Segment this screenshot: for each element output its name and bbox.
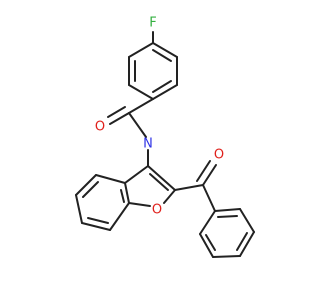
bond-benzo	[81, 222, 111, 231]
bond-benzo-double	[82, 181, 99, 198]
bond-benzo	[75, 194, 83, 224]
bond-amide-co	[109, 112, 130, 125]
bond-amide-cn	[128, 112, 147, 138]
bond-benzo-double	[120, 189, 125, 203]
bond-phenyl	[214, 208, 241, 212]
bond-ring-a	[152, 42, 178, 58]
bond-benzo	[95, 174, 126, 184]
bond-ring-a	[128, 42, 154, 58]
bond-benzo	[109, 202, 130, 231]
bond-phenyl	[239, 231, 255, 257]
bond-benzo	[75, 174, 97, 196]
atom-labels: F O N O O	[95, 16, 224, 218]
bond-phenyl-double	[217, 215, 238, 218]
bond-ketone-phenyl	[202, 184, 216, 212]
bond-furan	[128, 202, 151, 207]
bond-benzo-double	[87, 217, 109, 224]
bond-phenyl	[199, 210, 216, 235]
bond-ring-a	[128, 84, 154, 100]
bond-phenyl	[199, 233, 214, 258]
bond-phenyl-double	[205, 234, 216, 251]
bond-c2-ketone	[174, 184, 204, 191]
bond-ketone-co-double	[196, 160, 211, 182]
bond-ketone-co	[202, 164, 217, 186]
bond-ring-a-double	[152, 49, 172, 62]
atom-label-fluorine: F	[149, 16, 156, 31]
atom-label-ketone-oxygen: O	[214, 148, 224, 163]
atom-label-furan-oxygen: O	[152, 203, 162, 218]
bond-furan	[124, 182, 130, 204]
bond-furan	[163, 189, 176, 204]
bond-ring-a	[152, 84, 178, 100]
bond-furan	[124, 165, 149, 184]
atom-label-nitrogen: N	[143, 137, 153, 152]
bond-aryl-carbonyl	[128, 98, 154, 114]
bond-amide-co-double	[107, 106, 126, 118]
bonds	[75, 31, 255, 258]
bond-phenyl	[239, 208, 255, 233]
molecule-structure: F O N O O	[75, 16, 255, 258]
atom-label-amide-oxygen: O	[95, 120, 105, 135]
bond-phenyl-double	[236, 232, 248, 251]
bond-phenyl	[212, 255, 241, 258]
bond-furan-double	[149, 173, 169, 191]
bond-furan	[147, 165, 176, 191]
bond-ring-a-double	[152, 80, 172, 93]
